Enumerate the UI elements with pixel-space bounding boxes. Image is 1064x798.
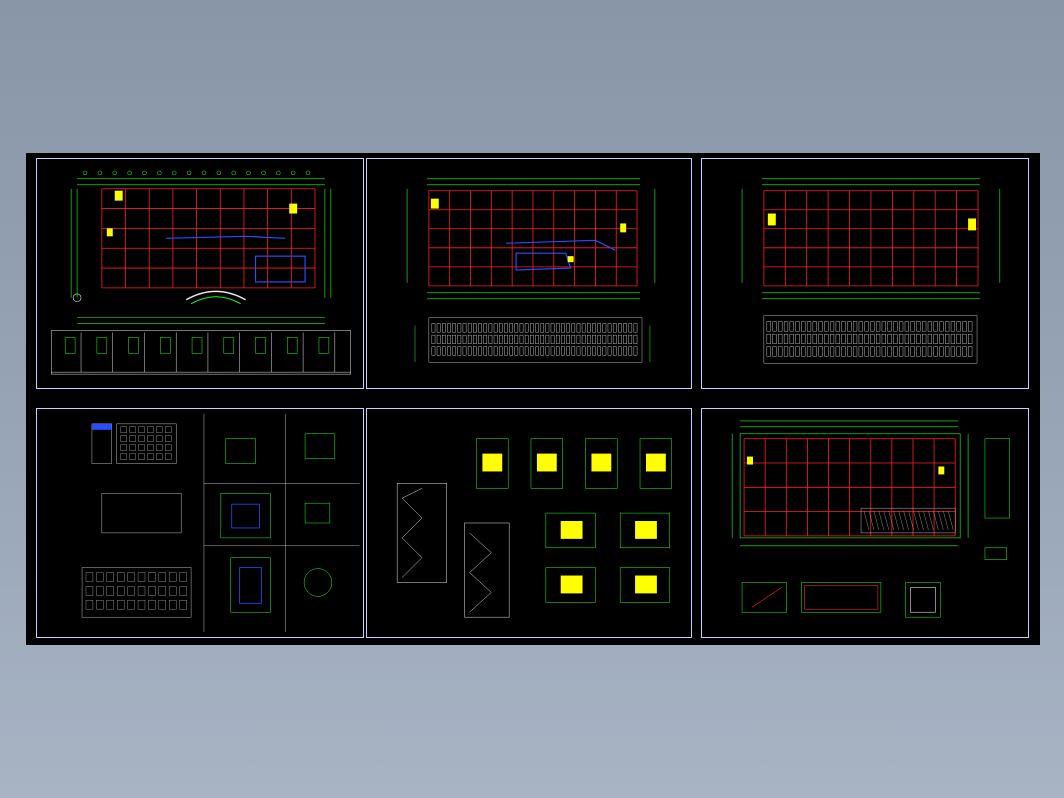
second-floor-plan-drawing xyxy=(406,178,656,363)
stair-section-2 xyxy=(464,522,510,618)
roof-details xyxy=(741,438,1010,618)
structural-grid xyxy=(743,438,956,537)
rear-elevation xyxy=(81,567,192,618)
structural-grid xyxy=(428,190,638,287)
third-floor-plan-drawing xyxy=(741,178,1001,364)
sheet-third-floor-plan xyxy=(701,158,1029,389)
walls xyxy=(166,235,306,283)
window-types xyxy=(64,332,336,373)
ground-floor-plan-drawing xyxy=(51,170,351,375)
side-elevation-2 xyxy=(101,493,182,534)
sheet-elevations-details xyxy=(36,408,364,638)
sheet-second-floor-plan xyxy=(366,158,692,389)
sheet-roof-plan xyxy=(701,408,1029,638)
roof-plan-drawing xyxy=(731,420,1010,618)
stair-cores xyxy=(106,190,298,237)
structural-grid xyxy=(101,188,316,289)
axis-bubbles xyxy=(82,170,311,176)
stair-plans xyxy=(476,438,672,603)
stair-section-1 xyxy=(396,483,447,583)
sheet-stair-details xyxy=(366,408,692,638)
entrance-canopy xyxy=(185,290,246,301)
front-elevation xyxy=(763,315,978,364)
window-schedule xyxy=(51,330,351,375)
front-elevation xyxy=(428,317,643,363)
stair-details-drawing xyxy=(396,438,672,618)
cad-drawing-canvas xyxy=(26,153,1040,645)
detail-plans xyxy=(220,433,336,613)
north-arrow xyxy=(72,293,82,303)
sheet-ground-floor-plan xyxy=(36,158,364,389)
elevations-details-drawing xyxy=(81,413,360,633)
structural-grid xyxy=(763,190,979,287)
axis-lines xyxy=(70,178,332,324)
